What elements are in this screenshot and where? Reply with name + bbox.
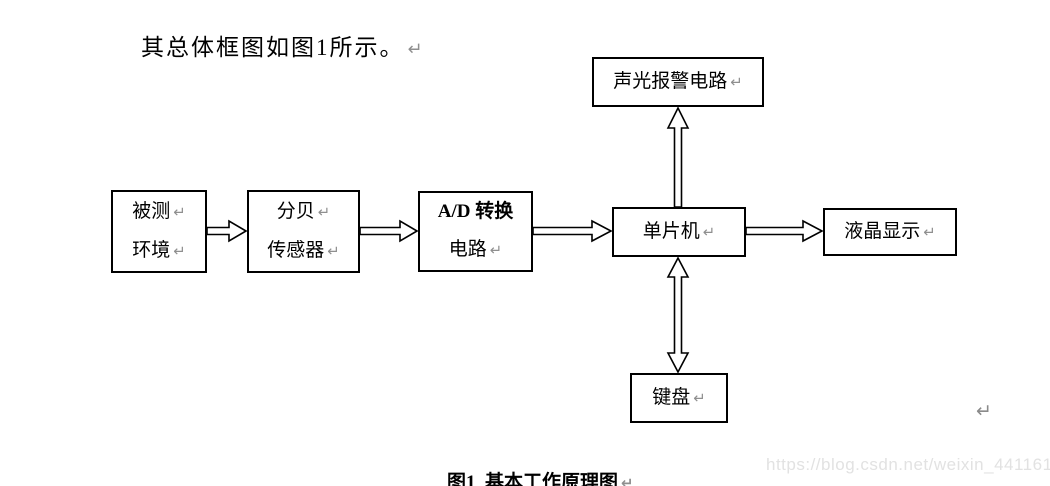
box-measured-environment: 被测↵ 环境↵	[111, 190, 207, 273]
anchor-return-mark-icon: ↵	[976, 400, 992, 422]
paragraph-content: 其总体框图如图1所示。	[141, 35, 405, 60]
arrow-sensor-to-adc	[360, 219, 418, 243]
box-ad-converter: A/D 转换 电路↵	[418, 191, 533, 272]
return-mark-icon: ↵	[923, 223, 936, 241]
box-lcd-display: 液晶显示↵	[823, 208, 957, 256]
box-alarm-label: 声光报警电路	[613, 70, 728, 92]
paragraph-return-mark-icon: ↵	[407, 39, 423, 60]
return-mark-icon: ↵	[730, 73, 743, 91]
return-mark-icon: ↵	[173, 242, 186, 260]
arrow-mcu-keyboard-bidirectional	[666, 257, 690, 373]
arrow-mcu-to-alarm	[666, 107, 690, 207]
box-sensor-label-line2: 传感器	[267, 239, 325, 261]
box-microcontroller: 单片机↵	[612, 207, 746, 257]
watermark-url: https://blog.csdn.net/weixin_44116175	[766, 455, 1050, 474]
box-alarm-circuit: 声光报警电路↵	[592, 57, 764, 107]
box-lcd-label: 液晶显示	[844, 220, 921, 242]
box-mcu-label: 单片机	[642, 220, 700, 242]
return-mark-icon: ↵	[327, 242, 340, 260]
caption-return-mark-icon: ↵	[621, 475, 634, 486]
box-adc-label-line1: A/D 转换	[437, 201, 514, 222]
paragraph-text: 其总体框图如图1所示。↵	[110, 2, 423, 88]
figure-caption-text: 图1 基本工作原理图	[447, 472, 619, 486]
return-mark-icon: ↵	[489, 242, 503, 259]
box-decibel-sensor: 分贝↵ 传感器↵	[247, 190, 360, 273]
return-mark-icon: ↵	[173, 203, 186, 221]
arrow-adc-to-mcu	[533, 219, 612, 243]
box-adc-label-line2: 电路	[448, 239, 487, 260]
return-mark-icon: ↵	[693, 389, 706, 407]
box-env-label-line1: 被测	[132, 200, 171, 222]
arrow-env-to-sensor	[207, 219, 247, 243]
return-mark-icon: ↵	[317, 203, 331, 221]
box-keyboard: 键盘↵	[630, 373, 728, 423]
box-sensor-label-line1: 分贝	[276, 200, 315, 222]
box-keyboard-label: 键盘	[652, 386, 691, 408]
arrow-mcu-to-lcd	[746, 219, 823, 243]
box-env-label-line2: 环境	[132, 239, 171, 261]
figure-caption: 图1 基本工作原理图↵	[428, 445, 633, 486]
return-mark-icon: ↵	[702, 223, 716, 241]
